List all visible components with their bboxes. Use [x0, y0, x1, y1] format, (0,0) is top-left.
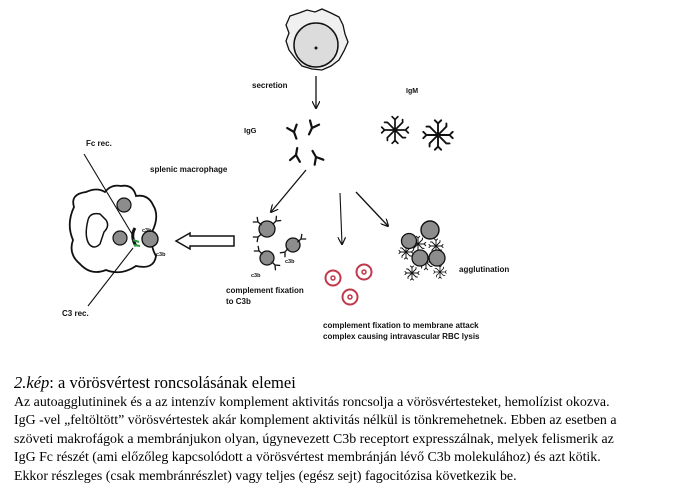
- splenic-macrophage: [68, 184, 159, 274]
- caption-title: 2.kép: a vörösvértest roncsolásának elem…: [14, 373, 690, 393]
- agglutination-label: agglutination: [459, 265, 509, 274]
- c3b-label-cluster-right: c3b: [285, 259, 295, 265]
- igg-antibodies: [286, 119, 325, 166]
- fc-receptor-mark: [132, 239, 141, 247]
- immune-rbc-destruction-diagram: secretion IgG IgM splenic macrophage: [62, 8, 509, 341]
- caption-line: IgG Fc részét (ami előzőleg kapcsolódott…: [14, 450, 601, 466]
- caption-figure-number: 2.kép: [14, 373, 50, 392]
- secretion-label: secretion: [252, 81, 288, 90]
- membrane-attack-label-line2: complex causing intravascular RBC lysis: [323, 332, 480, 341]
- arrow-to-agglutination: [355, 191, 388, 226]
- plasma-cell: [285, 8, 349, 71]
- igm-label: IgM: [406, 88, 418, 95]
- opsonized-rbc-group: [252, 215, 307, 271]
- complement-fixation-c3b-label-line2: to C3b: [226, 297, 251, 306]
- caption-line: Ekkor részleges (csak membránrészlet) va…: [14, 468, 517, 484]
- igm-pentamers: [380, 115, 454, 151]
- igg-label: IgG: [244, 126, 257, 135]
- splenic-macrophage-label: splenic macrophage: [150, 165, 228, 174]
- c3b-label-cluster-left: c3b: [251, 273, 261, 279]
- arrow-to-membrane-attack: [340, 192, 342, 244]
- lysed-rbc-group: [324, 263, 373, 306]
- caption-line: IgG -vel „feltöltött” vörösvértestek aká…: [14, 413, 617, 429]
- caption-line: Az autoagglutininek és a az intenzív kom…: [14, 395, 610, 410]
- caption-line: szöveti makrofágok a membránjukon olyan,…: [14, 431, 614, 447]
- caption-body: Az autoagglutininek és a az intenzív kom…: [14, 394, 690, 486]
- agglutinated-rbc-cluster: [398, 220, 447, 281]
- fc-rec-label: Fc rec.: [86, 139, 112, 148]
- complement-fixation-c3b-label-line1: complement fixation: [226, 286, 304, 295]
- fc-rec-pointer: [83, 153, 133, 235]
- caption-title-text: : a vörösvértest roncsolásának elemei: [49, 373, 296, 392]
- c3b-label-macrophage-bottom: c3b: [156, 252, 166, 258]
- c3-rec-pointer: [87, 247, 134, 307]
- membrane-attack-label-line1: complement fixation to membrane attack: [323, 321, 479, 330]
- c3b-label-macrophage-top: c3b: [142, 228, 152, 234]
- arrow-to-c3b-fixation: [271, 169, 307, 212]
- phagocytosis-arrow: [174, 231, 235, 251]
- c3-rec-label: C3 rec.: [62, 309, 89, 318]
